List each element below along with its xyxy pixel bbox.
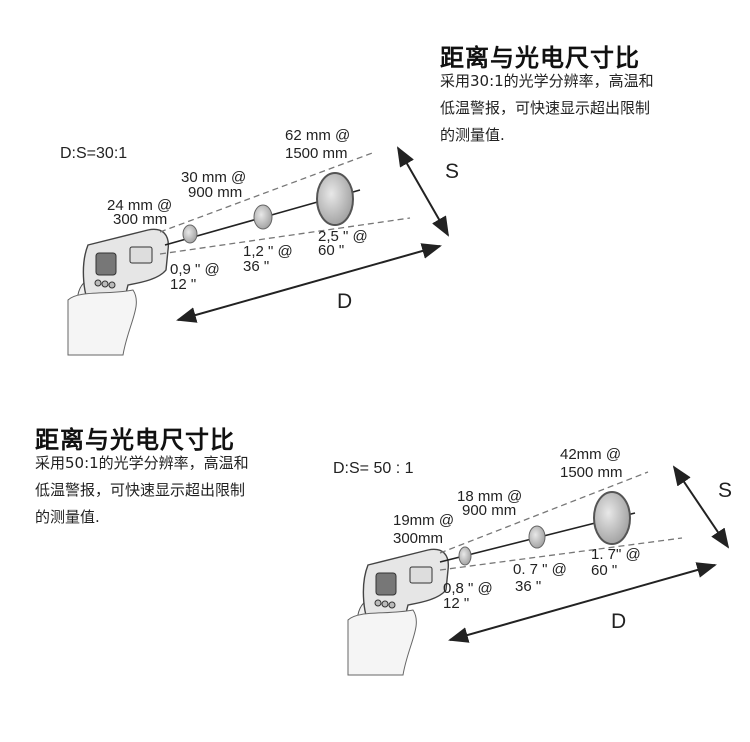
spot-label: 36 " [243,258,269,275]
spot-label: 36 " [515,578,541,595]
spot-label: 12 " [443,595,469,612]
spot-label: 0. 7 " @ [513,561,567,578]
spot-label: 24 mm @ [107,197,172,214]
panel2-diagram: D:S= 50 : 1 42mm @ 1500 mm 18 mm @ 900 m… [333,446,732,676]
distance-arrow [448,562,717,643]
panel2-desc-line: 采用50:1的光学分辨率，高温和 [35,454,249,472]
spot-size-label: S [445,160,459,183]
spot-label: 1500 mm [560,464,623,481]
distance-label: D [611,610,626,633]
beam-edge [159,151,376,233]
panel1-diagram: D:S=30:1 62 mm @ 1500 mm 30 mm @ 900 mm … [60,127,459,356]
spot-size-arrow [397,146,449,237]
spot-label: 42mm @ [560,446,621,463]
panel1-desc-line: 采用30:1的光学分辨率，高温和 [440,72,654,90]
ds-ratio: D:S=30:1 [60,145,127,162]
spot-label: 19mm @ [393,512,454,529]
thermometer-gun-icon [347,548,450,676]
panel1-title: 距离与光电尺寸比 [440,44,640,72]
spot-900 [253,204,273,230]
spot-label: 300mm [393,530,443,547]
spot-label: 0,8 " @ [443,580,493,597]
spot-label: 900 mm [188,184,242,201]
spot-label: 18 mm @ [457,488,522,505]
distance-label: D [337,290,352,313]
distance-arrow [176,243,442,323]
panel2-desc-line: 低温警报，可快速显示超出限制 [35,481,246,499]
spot-300 [458,546,472,566]
panel2-desc-line: 的测量值. [35,508,100,526]
spot-size-arrow [672,465,730,549]
spot-label: 0,9 " @ [170,261,220,278]
ds-ratio: D:S= 50 : 1 [333,460,414,477]
beam-edge [439,471,649,554]
spot-300 [182,224,198,244]
spot-1500 [593,491,631,545]
spot-label: 900 mm [462,502,516,519]
spot-label: 30 mm @ [181,169,246,186]
spot-label: 300 mm [113,211,167,228]
thermometer-gun-icon [67,228,170,356]
spot-label: 60 " [318,242,344,259]
panel1-desc-line: 的测量值. [440,126,505,144]
panel1-desc-line: 低温警报，可快速显示超出限制 [440,99,651,117]
spot-label: 1,2 " @ [243,243,293,260]
spot-label: 60 " [591,562,617,579]
spot-1500 [316,172,354,226]
spot-label: 1. 7" @ [591,546,641,563]
spot-label: 2,5 " @ [318,228,368,245]
spot-size-label: S [718,479,732,502]
panel2-title: 距离与光电尺寸比 [35,426,235,454]
spot-900 [528,525,546,549]
spot-label: 62 mm @ [285,127,350,144]
spot-label: 12 " [170,276,196,293]
spot-label: 1500 mm [285,145,348,162]
